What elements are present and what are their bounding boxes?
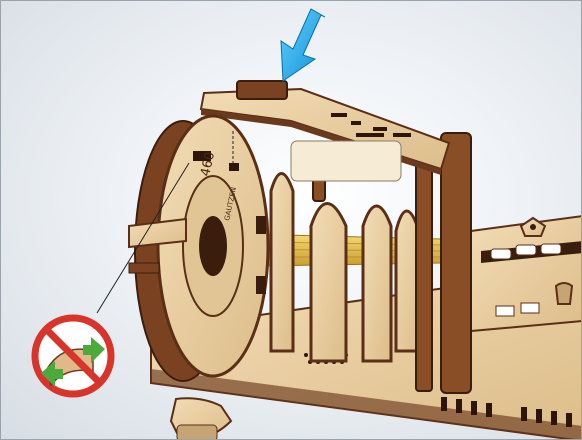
front-dial: 460 GAUTZEN (135, 116, 268, 381)
stand-foot (171, 398, 231, 440)
hub-block (291, 141, 401, 181)
blue-arrow-icon (281, 9, 325, 81)
do-not-bend-icon (35, 318, 111, 394)
arched-ribs (271, 174, 419, 362)
right-chassis (471, 216, 582, 331)
